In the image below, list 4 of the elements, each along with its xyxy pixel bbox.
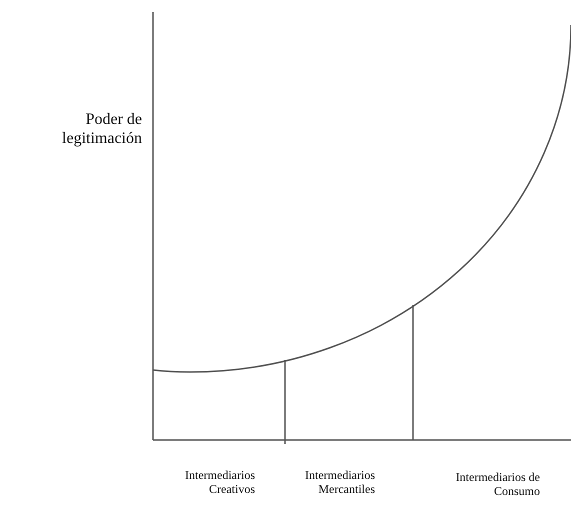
category-label: Intermediarios de Consumo <box>454 470 540 499</box>
category-label: Intermediarios Creativos <box>184 468 255 497</box>
category-label: Intermediarios Mercantiles <box>304 468 375 497</box>
axis-label: Poder de legitimación <box>61 110 142 148</box>
